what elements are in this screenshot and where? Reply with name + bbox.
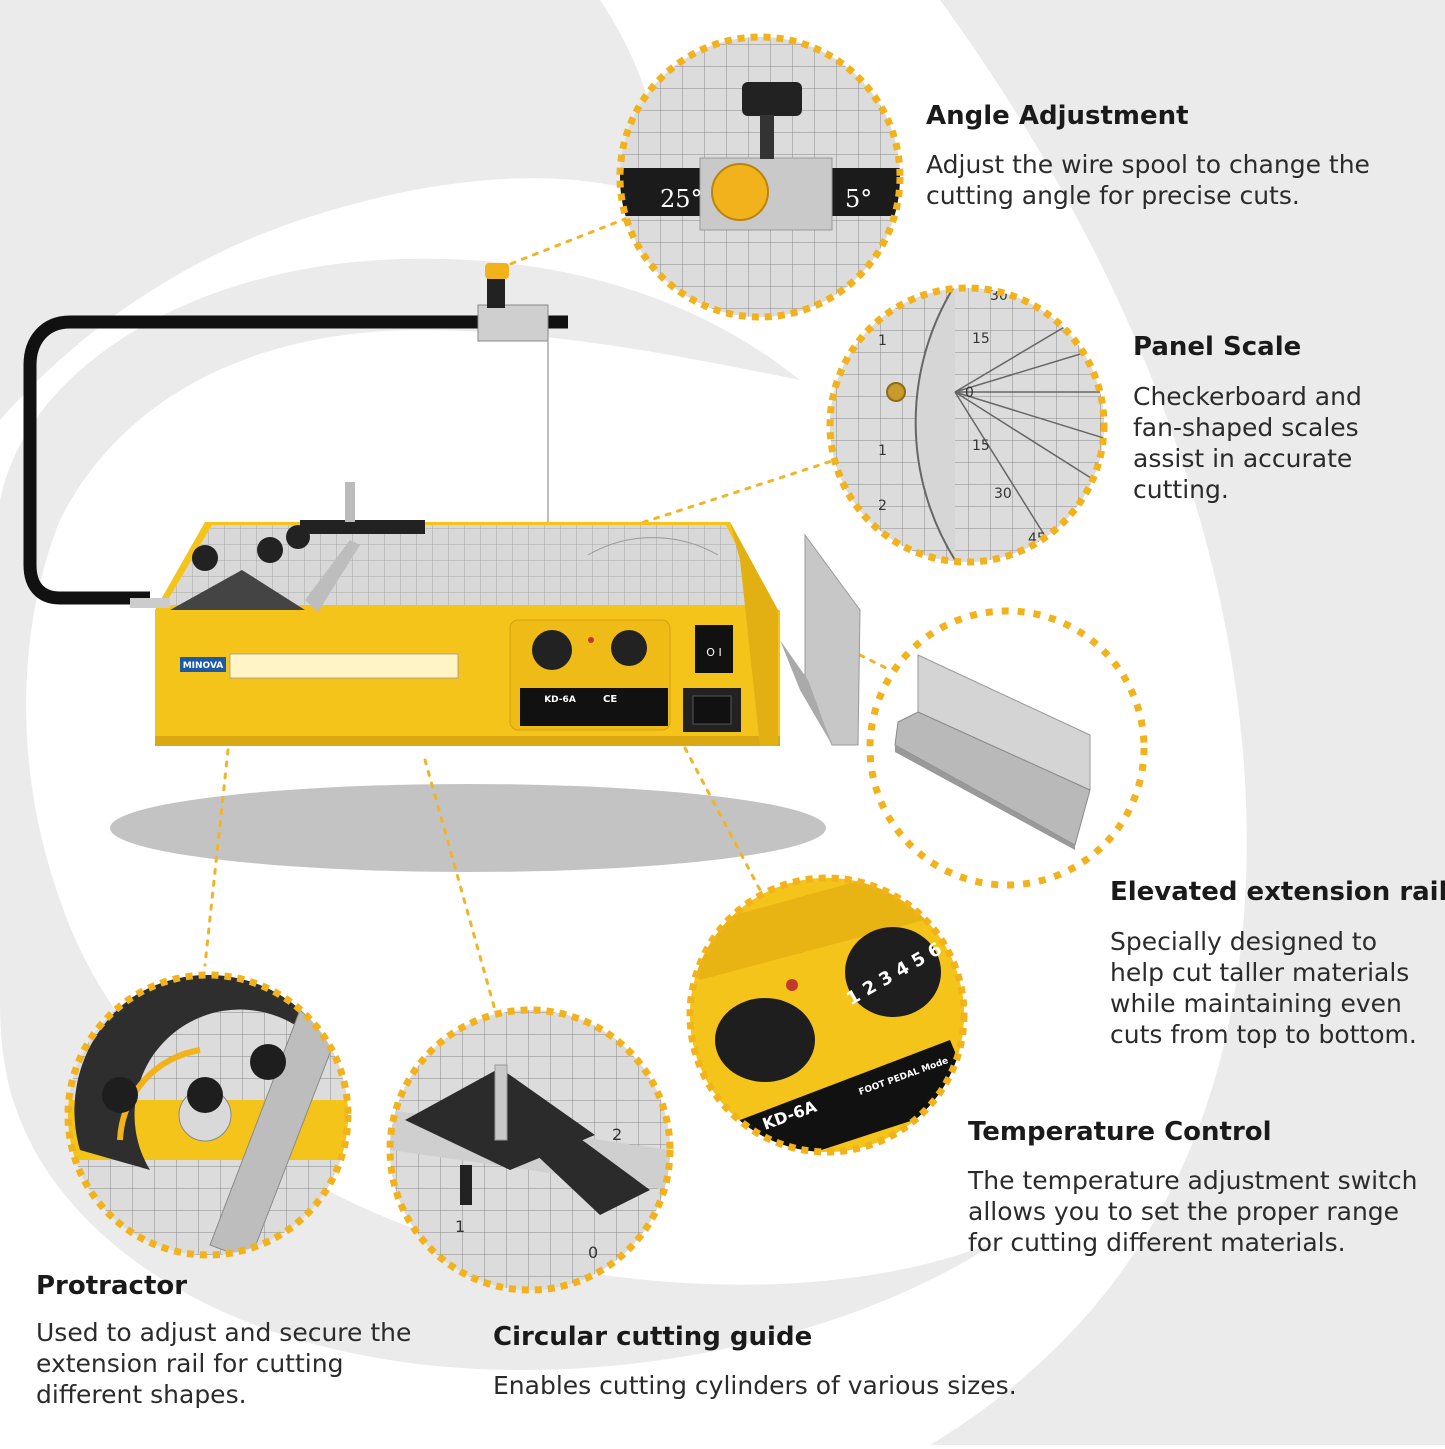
side-label-1-top: 1 bbox=[878, 333, 887, 349]
guide-grid-label-0: 0 bbox=[588, 1243, 598, 1262]
zoom-circular-guide: 2 1 0 bbox=[386, 1006, 674, 1294]
fan-label-0: 0 bbox=[965, 385, 974, 401]
extension-rail-description: Specially designed to help cut taller ma… bbox=[1110, 927, 1417, 1049]
zoom-panel-scale: 30 15 0 15 30 45 1 1 2 bbox=[826, 284, 1108, 566]
brand-badge: MINOVA bbox=[183, 661, 224, 671]
zoom-temperature-control: 1 2 3 4 5 6 KD-6A FOOT PEDAL Mode bbox=[686, 874, 968, 1156]
fan-label-15-bottom: 15 bbox=[972, 438, 990, 454]
power-switch: O I bbox=[706, 646, 721, 659]
angle-adjustment-description: Adjust the wire spool to change the cutt… bbox=[926, 150, 1370, 210]
guide-grid-label-1: 1 bbox=[455, 1217, 465, 1236]
circular-guide-description: Enables cutting cylinders of various siz… bbox=[493, 1371, 1017, 1400]
model-label: KD-6A bbox=[544, 695, 576, 705]
zoom-angle-adjustment: 25° 5° bbox=[616, 33, 904, 321]
angle-scale-left: 25° bbox=[660, 185, 703, 213]
circular-guide-title: Circular cutting guide bbox=[493, 1322, 813, 1352]
angle-scale-right: 5° bbox=[845, 185, 872, 213]
fan-label-15-top: 15 bbox=[972, 331, 990, 347]
panel-scale-title: Panel Scale bbox=[1133, 332, 1302, 362]
angle-adjustment-title: Angle Adjustment bbox=[926, 101, 1189, 131]
extension-rail-title: Elevated extension rail bbox=[1110, 877, 1445, 907]
hot-wire-table: MINOVA KD-6A CE O I bbox=[23, 263, 861, 746]
guide-grid-label-2: 2 bbox=[612, 1125, 622, 1144]
fan-label-30-bottom: 30 bbox=[994, 486, 1012, 502]
protractor-description: Used to adjust and secure the extension … bbox=[36, 1318, 412, 1409]
zoom-protractor bbox=[64, 971, 352, 1259]
side-label-1-bottom: 1 bbox=[878, 443, 887, 459]
panel-scale-description: Checkerboard and fan-shaped scales assis… bbox=[1133, 382, 1362, 504]
side-label-2: 2 bbox=[878, 498, 887, 514]
temperature-control-description: The temperature adjustment switch allows… bbox=[968, 1166, 1418, 1257]
ce-mark: CE bbox=[603, 694, 617, 705]
temperature-control-title: Temperature Control bbox=[968, 1117, 1272, 1147]
protractor-title: Protractor bbox=[36, 1271, 188, 1301]
zoom-extension-rail bbox=[866, 607, 1148, 889]
